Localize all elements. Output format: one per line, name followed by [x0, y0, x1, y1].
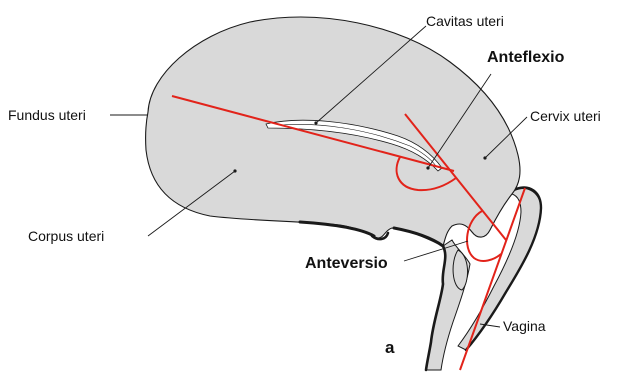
leader-dot-cavitas-uteri — [314, 121, 317, 124]
label-corpus-uteri: Corpus uteri — [28, 228, 104, 244]
label-cervix-uteri: Cervix uteri — [530, 108, 601, 124]
leader-dot-cervix-uteri — [483, 156, 486, 159]
panel-letter: a — [385, 338, 395, 357]
leader-dot-corpus-uteri — [233, 169, 236, 172]
posterior-fornix — [453, 250, 468, 290]
label-vagina: Vagina — [503, 318, 546, 334]
label-fundus-uteri: Fundus uteri — [8, 107, 86, 123]
label-anteversio: Anteversio — [305, 255, 388, 272]
label-anteflexio: Anteflexio — [487, 49, 565, 66]
leader-dot-anteflexio — [426, 166, 429, 169]
label-cavitas-uteri: Cavitas uteri — [426, 13, 504, 29]
